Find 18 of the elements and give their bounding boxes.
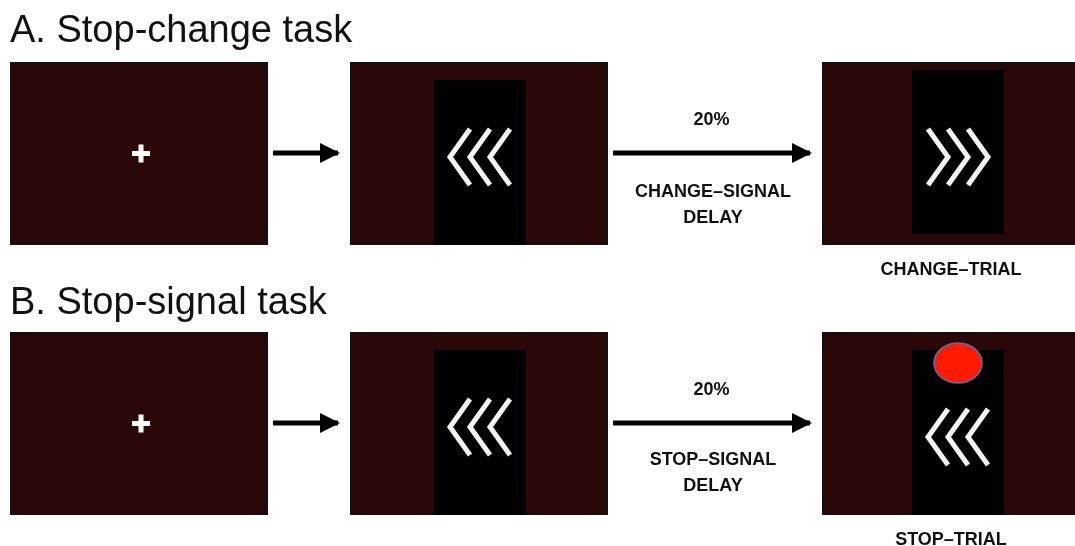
stimulus-screen xyxy=(350,62,608,245)
delay-label: STOP–SIGNAL DELAY xyxy=(648,448,778,497)
arrow xyxy=(273,413,340,433)
stimulus-screen xyxy=(350,332,608,515)
arrow xyxy=(613,143,812,163)
edge-label: 20% xyxy=(693,109,730,130)
trial-label: STOP–TRIAL xyxy=(895,529,1007,546)
delay-label: CHANGE–SIGNAL DELAY xyxy=(634,180,792,229)
edge-label: 20% xyxy=(693,379,730,400)
arrow xyxy=(273,143,340,163)
stimulus-screen xyxy=(822,62,1075,245)
stimulus-screen xyxy=(10,332,268,515)
trial-label: CHANGE–TRIAL xyxy=(880,259,1022,280)
arrow xyxy=(613,413,812,433)
stimulus-screen xyxy=(822,332,1075,515)
stimulus-screen xyxy=(10,62,268,245)
panel-heading: A. Stop-change task xyxy=(10,8,353,51)
panel-heading: B. Stop-signal task xyxy=(10,280,327,323)
